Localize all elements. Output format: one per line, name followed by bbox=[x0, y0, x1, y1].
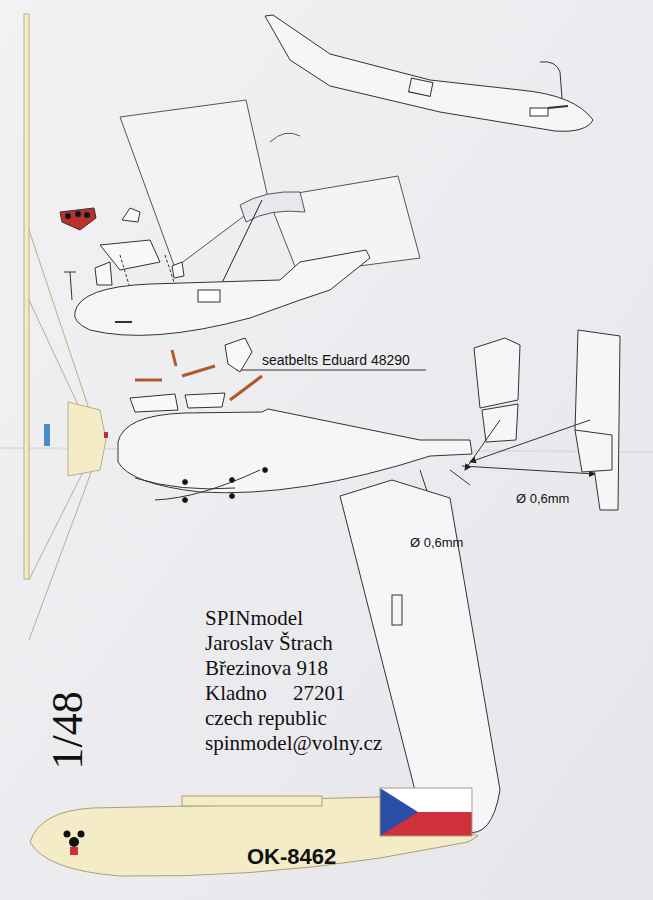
drawing-part bbox=[540, 62, 562, 98]
address-line: spinmodel@volny.cz bbox=[205, 731, 382, 755]
drawing-part bbox=[270, 133, 300, 142]
drawing-part bbox=[44, 424, 50, 446]
drawing-part bbox=[185, 393, 225, 408]
address-line: czech republic bbox=[205, 706, 327, 730]
dimension-label: Ø 0,6mm bbox=[410, 536, 463, 551]
drawing-part bbox=[482, 404, 518, 442]
drawing-part bbox=[75, 211, 81, 217]
drawing-part bbox=[470, 420, 590, 462]
registration-mark: OK-8462 bbox=[247, 844, 336, 869]
dimension-label: Ø 0,6mm bbox=[516, 492, 569, 507]
drawing-part bbox=[409, 78, 433, 96]
drawing-part bbox=[60, 208, 96, 230]
fuselage-side-upper bbox=[75, 250, 370, 335]
drawing-part bbox=[183, 480, 188, 485]
drawing-part bbox=[183, 498, 188, 503]
drawing-part bbox=[230, 478, 235, 483]
drawing-part bbox=[70, 272, 72, 300]
drawing-part bbox=[172, 350, 176, 366]
drawing-part bbox=[130, 394, 178, 412]
drawing-part bbox=[65, 213, 71, 219]
drawing-part bbox=[240, 192, 305, 222]
glider-colour-view bbox=[30, 788, 478, 876]
address-line: Jaroslav Štrach bbox=[205, 631, 333, 655]
mickey-emblem bbox=[64, 831, 85, 856]
address-line: Březinova 918 bbox=[205, 656, 328, 680]
drawing-part bbox=[465, 420, 500, 470]
fuselage-side-lower bbox=[118, 409, 595, 503]
drawing-part bbox=[29, 468, 85, 580]
drawing-part bbox=[575, 330, 620, 510]
scale-label: 1/48 bbox=[43, 691, 94, 769]
part-note: seatbelts Eduard 48290 bbox=[262, 352, 410, 368]
drawing-part bbox=[122, 208, 140, 222]
drawing-part bbox=[29, 470, 92, 640]
drawing-part bbox=[182, 366, 215, 376]
drawing-part bbox=[135, 379, 162, 382]
drawing-part bbox=[64, 272, 76, 273]
tail-parts bbox=[465, 330, 620, 510]
drawing-part bbox=[265, 15, 593, 131]
drawing-part bbox=[263, 468, 268, 473]
address-line: Kladno 27201 bbox=[205, 681, 346, 705]
fuselage-top-view bbox=[265, 15, 593, 131]
drawing-part bbox=[198, 290, 220, 302]
drawing-part bbox=[24, 14, 29, 579]
drawing-part bbox=[75, 250, 370, 335]
drawing-part bbox=[69, 837, 79, 847]
drawing-part bbox=[172, 262, 184, 278]
drawing-part bbox=[64, 831, 71, 838]
drawing-part bbox=[340, 480, 500, 833]
drawing-part bbox=[392, 595, 402, 625]
drawing-part bbox=[115, 321, 132, 323]
drawing-part bbox=[118, 409, 472, 493]
drawing-part bbox=[474, 338, 520, 408]
wing-bottom bbox=[340, 480, 500, 833]
drawing-part bbox=[78, 831, 85, 838]
drawing-part bbox=[104, 432, 108, 438]
drawing-part bbox=[575, 430, 612, 472]
drawing-part bbox=[70, 847, 78, 855]
drawing-part bbox=[155, 470, 260, 500]
drawing-part bbox=[548, 106, 568, 108]
drawing-part bbox=[95, 262, 112, 285]
address-line: SPINmodel bbox=[205, 606, 303, 630]
drawing-part bbox=[230, 494, 235, 499]
drawing-part bbox=[135, 478, 235, 489]
drawing-part bbox=[530, 108, 548, 116]
drawing-part bbox=[230, 376, 262, 400]
drawing-part bbox=[462, 466, 595, 474]
drawing-part bbox=[380, 788, 418, 836]
drawing-part bbox=[236, 370, 426, 371]
drawing-part bbox=[84, 212, 90, 218]
drawing-part bbox=[380, 788, 472, 836]
drawing-part bbox=[225, 338, 252, 372]
drawing-part bbox=[450, 470, 470, 485]
drawing-part bbox=[182, 796, 322, 806]
drawing-part bbox=[68, 402, 106, 476]
